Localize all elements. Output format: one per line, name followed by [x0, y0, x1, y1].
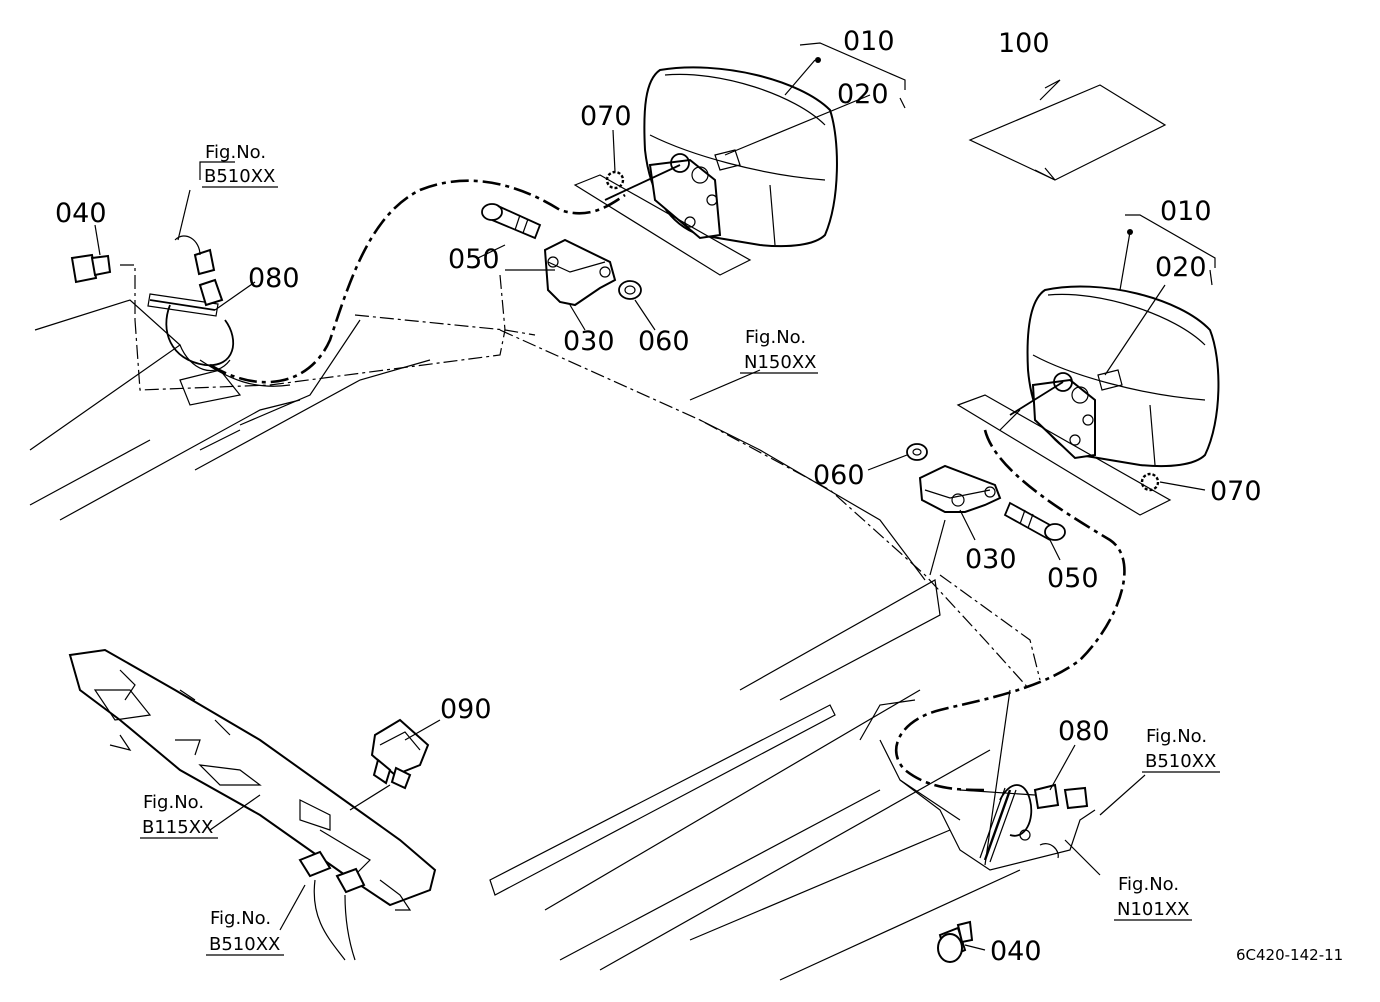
leader-lines	[94, 42, 1216, 951]
callout-030-right: 030	[965, 544, 1017, 575]
drawing-code: 6C420-142-11	[1236, 946, 1343, 964]
bracket-left	[543, 238, 617, 307]
fig-ref-b510-bottom-code: B510XX	[209, 934, 280, 955]
nut-left	[618, 280, 642, 300]
switch-panel	[68, 648, 437, 961]
bracket-right	[918, 464, 1002, 513]
fig-ref-b510-top-code: B510XX	[204, 166, 275, 187]
bolt-right	[1003, 501, 1066, 541]
figure-references: Fig.No. B510XX Fig.No. N150XX Fig.No. B5…	[140, 142, 1220, 956]
callout-080-left: 080	[248, 263, 300, 294]
callout-040-left: 040	[55, 198, 107, 229]
callout-040-right: 040	[990, 936, 1042, 967]
plug-right	[937, 920, 974, 963]
fig-ref-b115-label: Fig.No.	[143, 792, 204, 813]
callout-060-right: 060	[813, 460, 865, 491]
cab-body	[29, 299, 1021, 981]
fig-ref-n101-code: N101XX	[1117, 899, 1189, 920]
fig-ref-n101-label: Fig.No.	[1118, 874, 1179, 895]
callout-030-left: 030	[563, 326, 615, 357]
callout-020-left: 020	[837, 79, 889, 110]
harness-right	[894, 429, 1126, 792]
callout-070-right: 070	[1210, 476, 1262, 507]
callouts: 010 020 070 100 040 080 050 030 060 010 …	[55, 26, 1262, 967]
bolt-left	[481, 203, 542, 240]
hood-outline	[120, 264, 1041, 691]
fig-ref-n150-code: N150XX	[744, 352, 816, 373]
clip-right	[899, 779, 1096, 871]
callout-100: 100	[998, 28, 1050, 59]
callout-070-left: 070	[580, 101, 632, 132]
work-light-right	[956, 285, 1220, 516]
callout-010-right: 010	[1160, 196, 1212, 227]
callout-050-left: 050	[448, 244, 500, 275]
callout-020-right: 020	[1155, 252, 1207, 283]
fig-ref-b510-right-code: B510XX	[1145, 751, 1216, 772]
callout-050-right: 050	[1047, 563, 1099, 594]
callout-060-left: 060	[638, 326, 690, 357]
fig-ref-b115-code: B115XX	[142, 817, 213, 838]
sheet-100	[968, 84, 1167, 181]
fig-ref-b510-bottom-label: Fig.No.	[210, 908, 271, 929]
plug-left	[70, 253, 112, 284]
callout-090: 090	[440, 694, 492, 725]
callout-080-right: 080	[1058, 716, 1110, 747]
switch-090	[370, 718, 430, 790]
work-light-left	[573, 66, 838, 276]
callout-010-left: 010	[843, 26, 895, 57]
nut-right	[906, 443, 928, 461]
clip-left	[147, 235, 242, 406]
fig-ref-b510-right-label: Fig.No.	[1146, 726, 1207, 747]
fig-ref-b510-top-label: Fig.No.	[205, 142, 266, 163]
fig-ref-n150-label: Fig.No.	[745, 327, 806, 348]
